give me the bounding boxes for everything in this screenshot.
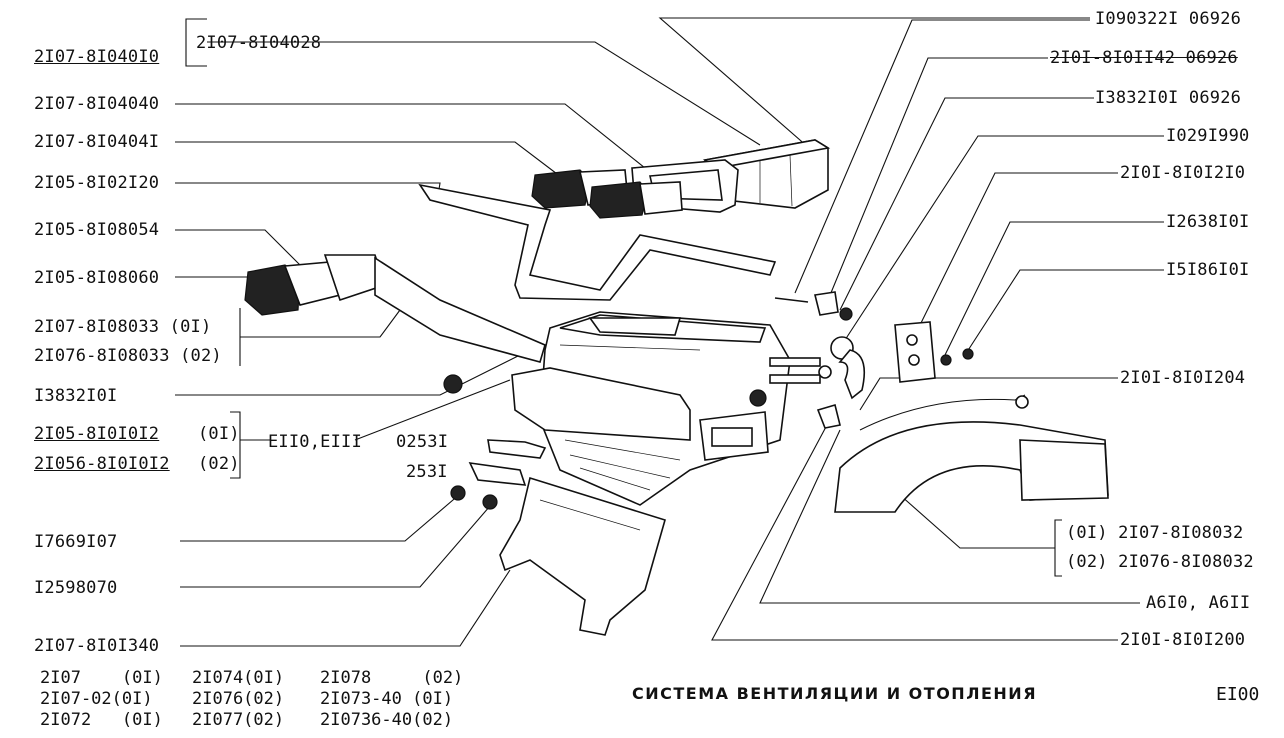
label-2101-8101142: 2I0I-8I0II42 06926	[1050, 48, 1238, 68]
leader-lines	[175, 17, 1164, 647]
label-1383210I: I3832I0I	[34, 386, 118, 406]
label-2105-8101012-variant: (0I)	[198, 424, 240, 444]
lower-cover	[499, 476, 666, 636]
page-number: EI00	[1216, 684, 1260, 705]
label-2107-8104010: 2I07-8I040I0	[34, 47, 160, 67]
label-2107-8108032: (0I) 2I07-8I08032	[1066, 523, 1244, 543]
right-duct	[834, 394, 1109, 513]
label-1383210I-06926: I3832I0I 06926	[1095, 88, 1242, 108]
model-2107-02: 2I07-02(0I)	[40, 689, 153, 709]
label-12598070: I2598070	[34, 578, 118, 598]
label-2101-8101204: 2I0I-8I0I204	[1120, 368, 1246, 388]
page-title: СИСТЕМА ВЕНТИЛЯЦИИ И ОТОПЛЕНИЯ	[632, 684, 1038, 703]
label-2107-8104040: 2I07-8I04040	[34, 94, 160, 114]
label-1090322I: I090322I 06926	[1095, 9, 1242, 29]
model-2107: 2I07 (0I)	[40, 668, 163, 688]
model-21076: 2I076(02)	[192, 689, 285, 709]
label-2105-8108060: 2I05-8I08060	[34, 268, 160, 288]
label-15186101: I5I86I0I	[1166, 260, 1250, 280]
model-210736-40: 2I0736-40(02)	[320, 710, 454, 730]
label-a610-a611: A6I0, A6II	[1146, 593, 1251, 613]
model-21073-40: 2I073-40 (0I)	[320, 689, 454, 709]
label-02531: 0253I	[396, 432, 449, 452]
label-21056-8101012-variant: (02)	[198, 454, 240, 474]
fasteners	[443, 291, 974, 510]
label-2107-8101340: 2I07-8I0I340	[34, 636, 160, 656]
label-2105-8108054: 2I05-8I08054	[34, 220, 160, 240]
label-2531: 253I	[406, 462, 448, 482]
label-1029I990: I029I990	[1166, 126, 1250, 146]
vent-nozzles	[531, 169, 683, 219]
left-nozzle	[244, 254, 546, 363]
label-21076-8108033: 2I076-8I08033 (02)	[34, 346, 222, 366]
label-2107-8104028: 2I07-8I04028	[196, 33, 322, 53]
label-2105-8101012: 2I05-8I0I0I2	[34, 424, 160, 444]
seal-gasket	[418, 183, 777, 301]
label-2107-810404I: 2I07-8I0404I	[34, 132, 160, 152]
model-21077: 2I077(02)	[192, 710, 285, 730]
label-21056-8101012: 2I056-8I0I0I2	[34, 454, 170, 474]
label-2101-8101210: 2I0I-8I0I2I0	[1120, 163, 1246, 183]
label-21076-8108032: (02) 2I076-8I08032	[1066, 552, 1254, 572]
heater-housing	[511, 311, 821, 506]
model-21074: 2I074(0I)	[192, 668, 285, 688]
label-12638101: I2638I0I	[1166, 212, 1250, 232]
label-2101-8101200: 2I0I-8I0I200	[1120, 630, 1246, 650]
label-17669107: I7669I07	[34, 532, 118, 552]
model-21078: 2I078 (02)	[320, 668, 464, 688]
model-21072: 2I072 (0I)	[40, 710, 163, 730]
label-2107-8108033: 2I07-8I08033 (0I)	[34, 317, 212, 337]
label-e110-e111: EII0,EIII	[268, 432, 362, 452]
label-2105-8102120: 2I05-8I02I20	[34, 173, 160, 193]
